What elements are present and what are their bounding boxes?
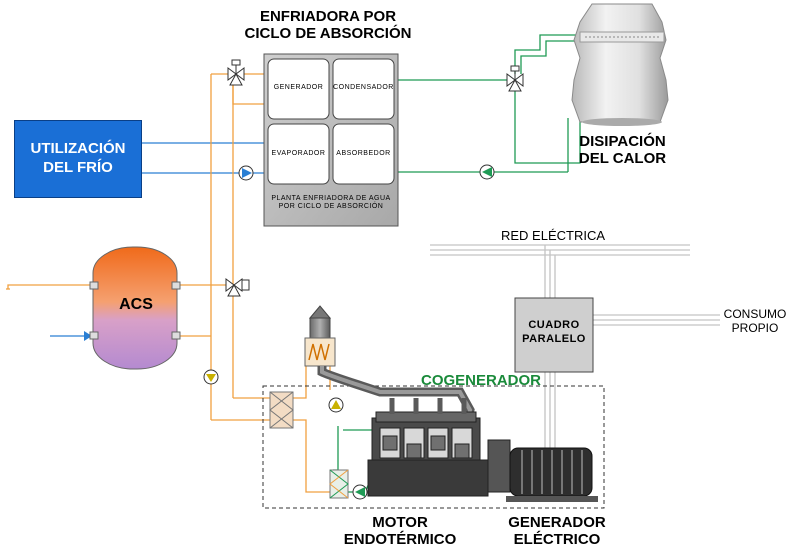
three-way-valve-tower xyxy=(506,65,524,92)
cell-label-generator: GENERADOR xyxy=(273,84,324,91)
tower-return-a xyxy=(514,86,581,164)
chiller-title-line1: ENFRIADORA POR xyxy=(259,8,397,25)
cold-utilization-box: UTILIZACIÓN DEL FRÍO xyxy=(14,120,142,198)
engine-pistons xyxy=(382,435,470,459)
acs-outlet-pipe xyxy=(7,284,95,289)
acs-port-bottom-right xyxy=(171,331,181,340)
exhaust-duct-highlight xyxy=(320,366,473,421)
acs-port-bottom-left xyxy=(89,331,99,340)
cell-label-absorber: ABSORBEDOR xyxy=(336,150,391,157)
own-consumption-line1: CONSUMO xyxy=(723,307,787,321)
acs-label: ACS xyxy=(119,296,153,313)
chiller-caption: PLANTA ENFRIADORA DE AGUA POR CICLO DE A… xyxy=(264,195,398,212)
cogenerator-label: COGENERADOR xyxy=(420,372,541,389)
acs-port-top-right xyxy=(171,281,181,290)
engine-hx-green-b xyxy=(343,420,376,431)
exhaust-stack xyxy=(304,305,475,421)
generator-label: GENERADOR ELÉCTRICO xyxy=(492,514,622,549)
chiller-cell-condenser xyxy=(332,58,395,120)
hx-to-engine-hx xyxy=(293,419,333,493)
parallel-panel-box xyxy=(514,297,594,373)
cogenerator-boundary xyxy=(262,385,605,509)
engine-hx-green-a xyxy=(333,426,339,471)
pump-chilled xyxy=(238,165,254,181)
pump-cooling xyxy=(479,164,495,180)
acs-port-top-left xyxy=(89,281,99,290)
heat-dissipation-line1: DISIPACIÓN xyxy=(579,133,666,150)
engine-label: MOTOR ENDOTÉRMICO xyxy=(340,514,460,549)
own-consumption-line2: PROPIO xyxy=(731,320,779,335)
heat-dissipation-line2: DEL CALOR xyxy=(578,150,667,168)
engine-intake-pipes xyxy=(389,398,467,414)
chiller-title-line2: CICLO DE ABSORCIÓN xyxy=(244,25,412,43)
three-way-valve-top xyxy=(227,59,245,86)
absorption-chiller xyxy=(263,53,399,227)
chiller-caption-line1: PLANTA ENFRIADORA DE AGUA xyxy=(271,195,391,202)
plate-heat-exchanger-2 xyxy=(329,469,349,499)
generator-return xyxy=(232,85,266,105)
cooling-tower xyxy=(571,3,669,126)
cold-utilization-line2: DEL FRÍO xyxy=(43,159,113,176)
cold-utilization-line1: UTILIZACIÓN xyxy=(30,140,126,158)
acs-tank xyxy=(89,246,181,370)
cell-label-evaporator: EVAPORADOR xyxy=(271,150,326,157)
pump-engine-cooling xyxy=(352,484,368,500)
tower-inlet-b xyxy=(520,40,580,74)
plate-heat-exchanger-1 xyxy=(269,391,294,429)
electric-generator xyxy=(506,447,598,502)
cell-label-condenser: CONDENSADOR xyxy=(333,84,394,91)
engine-crankcase xyxy=(367,459,489,497)
three-way-valve-acs xyxy=(225,278,250,297)
tower-inlet-a xyxy=(514,34,580,74)
heat-dissipation-title: DISIPACIÓN DEL CALOR xyxy=(560,133,685,168)
tower-base xyxy=(582,118,662,126)
engine-label-line1: MOTOR xyxy=(372,514,428,531)
engine-flywheel xyxy=(487,439,511,493)
own-consumption-label: CONSUMO PROPIO xyxy=(712,307,798,336)
pump-acs-loop xyxy=(203,369,219,385)
cold-water-arrow xyxy=(84,331,92,341)
electric-lines xyxy=(430,244,720,450)
parallel-panel-line2: PARALELO xyxy=(522,333,586,346)
parallel-panel-line1: CUADRO xyxy=(528,319,580,331)
chiller-cell-absorber xyxy=(332,123,395,185)
pump-engine-hot xyxy=(328,397,344,413)
parallel-panel-label: CUADRO PARALELO xyxy=(515,318,593,347)
chiller-title: ENFRIADORA POR CICLO DE ABSORCIÓN xyxy=(218,8,438,43)
generator-label-line2: ELÉCTRICO xyxy=(513,531,601,549)
engine-block xyxy=(367,398,511,497)
generator-label-line1: GENERADOR xyxy=(508,514,606,531)
chiller-cell-generator xyxy=(267,58,330,120)
chiller-caption-line2: POR CICLO DE ABSORCIÓN xyxy=(278,203,384,211)
engine-label-line2: ENDOTÉRMICO xyxy=(343,531,457,549)
generator-base xyxy=(506,496,598,502)
chiller-cell-evaporator xyxy=(267,123,330,185)
grid-label: RED ELÉCTRICA xyxy=(500,228,606,243)
hx-to-exhaust xyxy=(293,364,315,399)
exhaust-coil xyxy=(308,343,330,361)
